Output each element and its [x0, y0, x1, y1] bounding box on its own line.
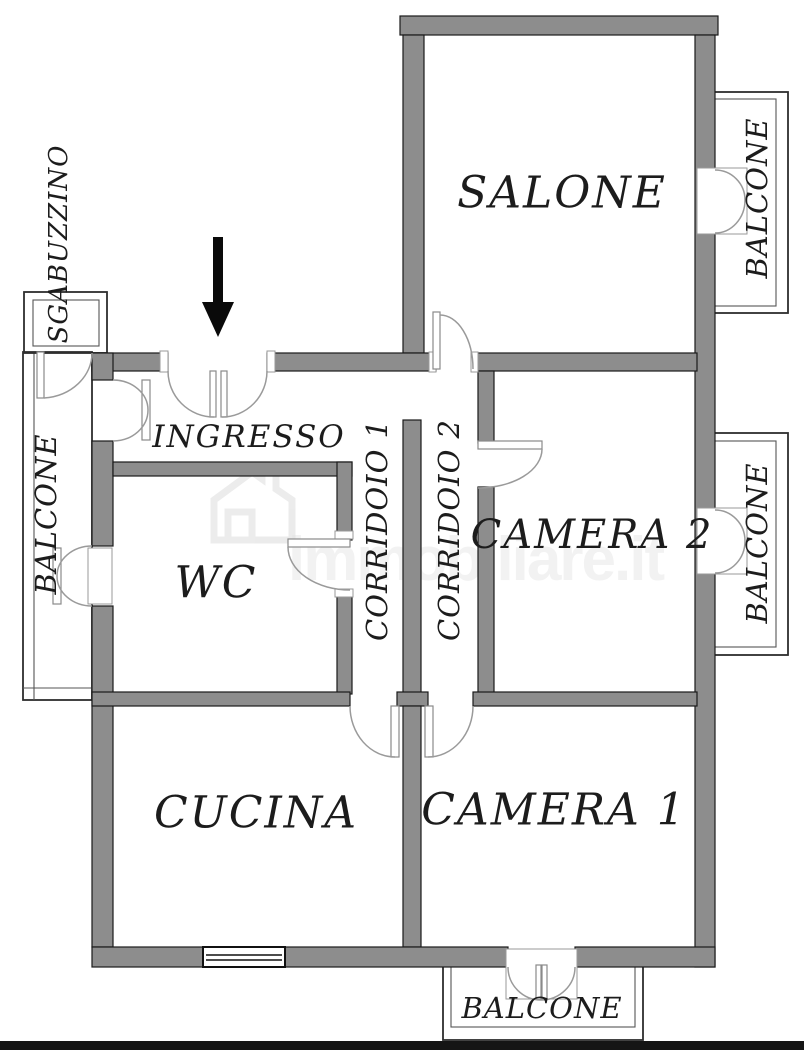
door-camera1-balcony	[505, 948, 578, 1001]
door-wc	[287, 530, 354, 598]
door-sgabuzzino	[36, 351, 93, 399]
door-camera2	[477, 440, 543, 489]
door-salone	[428, 311, 479, 373]
label-ingresso: INGRESSO	[152, 419, 346, 455]
label-balcone-left: BALCONE	[29, 433, 63, 595]
label-balcone-right-top: BALCONE	[740, 117, 774, 279]
door-wc-balcony	[52, 545, 113, 607]
label-camera-2: CAMERA 2	[470, 512, 714, 558]
label-balcone-right-mid: BALCONE	[740, 462, 774, 624]
label-salone: SALONE	[457, 167, 667, 219]
door-ingresso-balcony	[112, 379, 151, 442]
window	[202, 946, 286, 968]
label-corridoio-1: CORRIDOIO 1	[360, 418, 394, 642]
entry-door	[159, 350, 276, 418]
sgabuzzino-room	[23, 291, 108, 354]
entrance-arrow-icon	[202, 237, 234, 337]
door-cucina	[349, 705, 400, 758]
label-cucina: CUCINA	[153, 787, 359, 839]
walls	[91, 15, 719, 968]
label-balcone-bottom: BALCONE	[461, 991, 623, 1025]
label-sgabuzzino: SGABUZZINO	[44, 144, 74, 344]
door-camera2-balcony	[696, 507, 748, 575]
label-corridoio-2: CORRIDOIO 2	[432, 418, 466, 642]
door-camera1	[424, 705, 474, 758]
bottom-bar	[0, 1041, 804, 1050]
door-salone-balcony	[696, 167, 748, 235]
label-camera-1: CAMERA 1	[421, 784, 687, 836]
label-wc: WC	[174, 557, 258, 609]
